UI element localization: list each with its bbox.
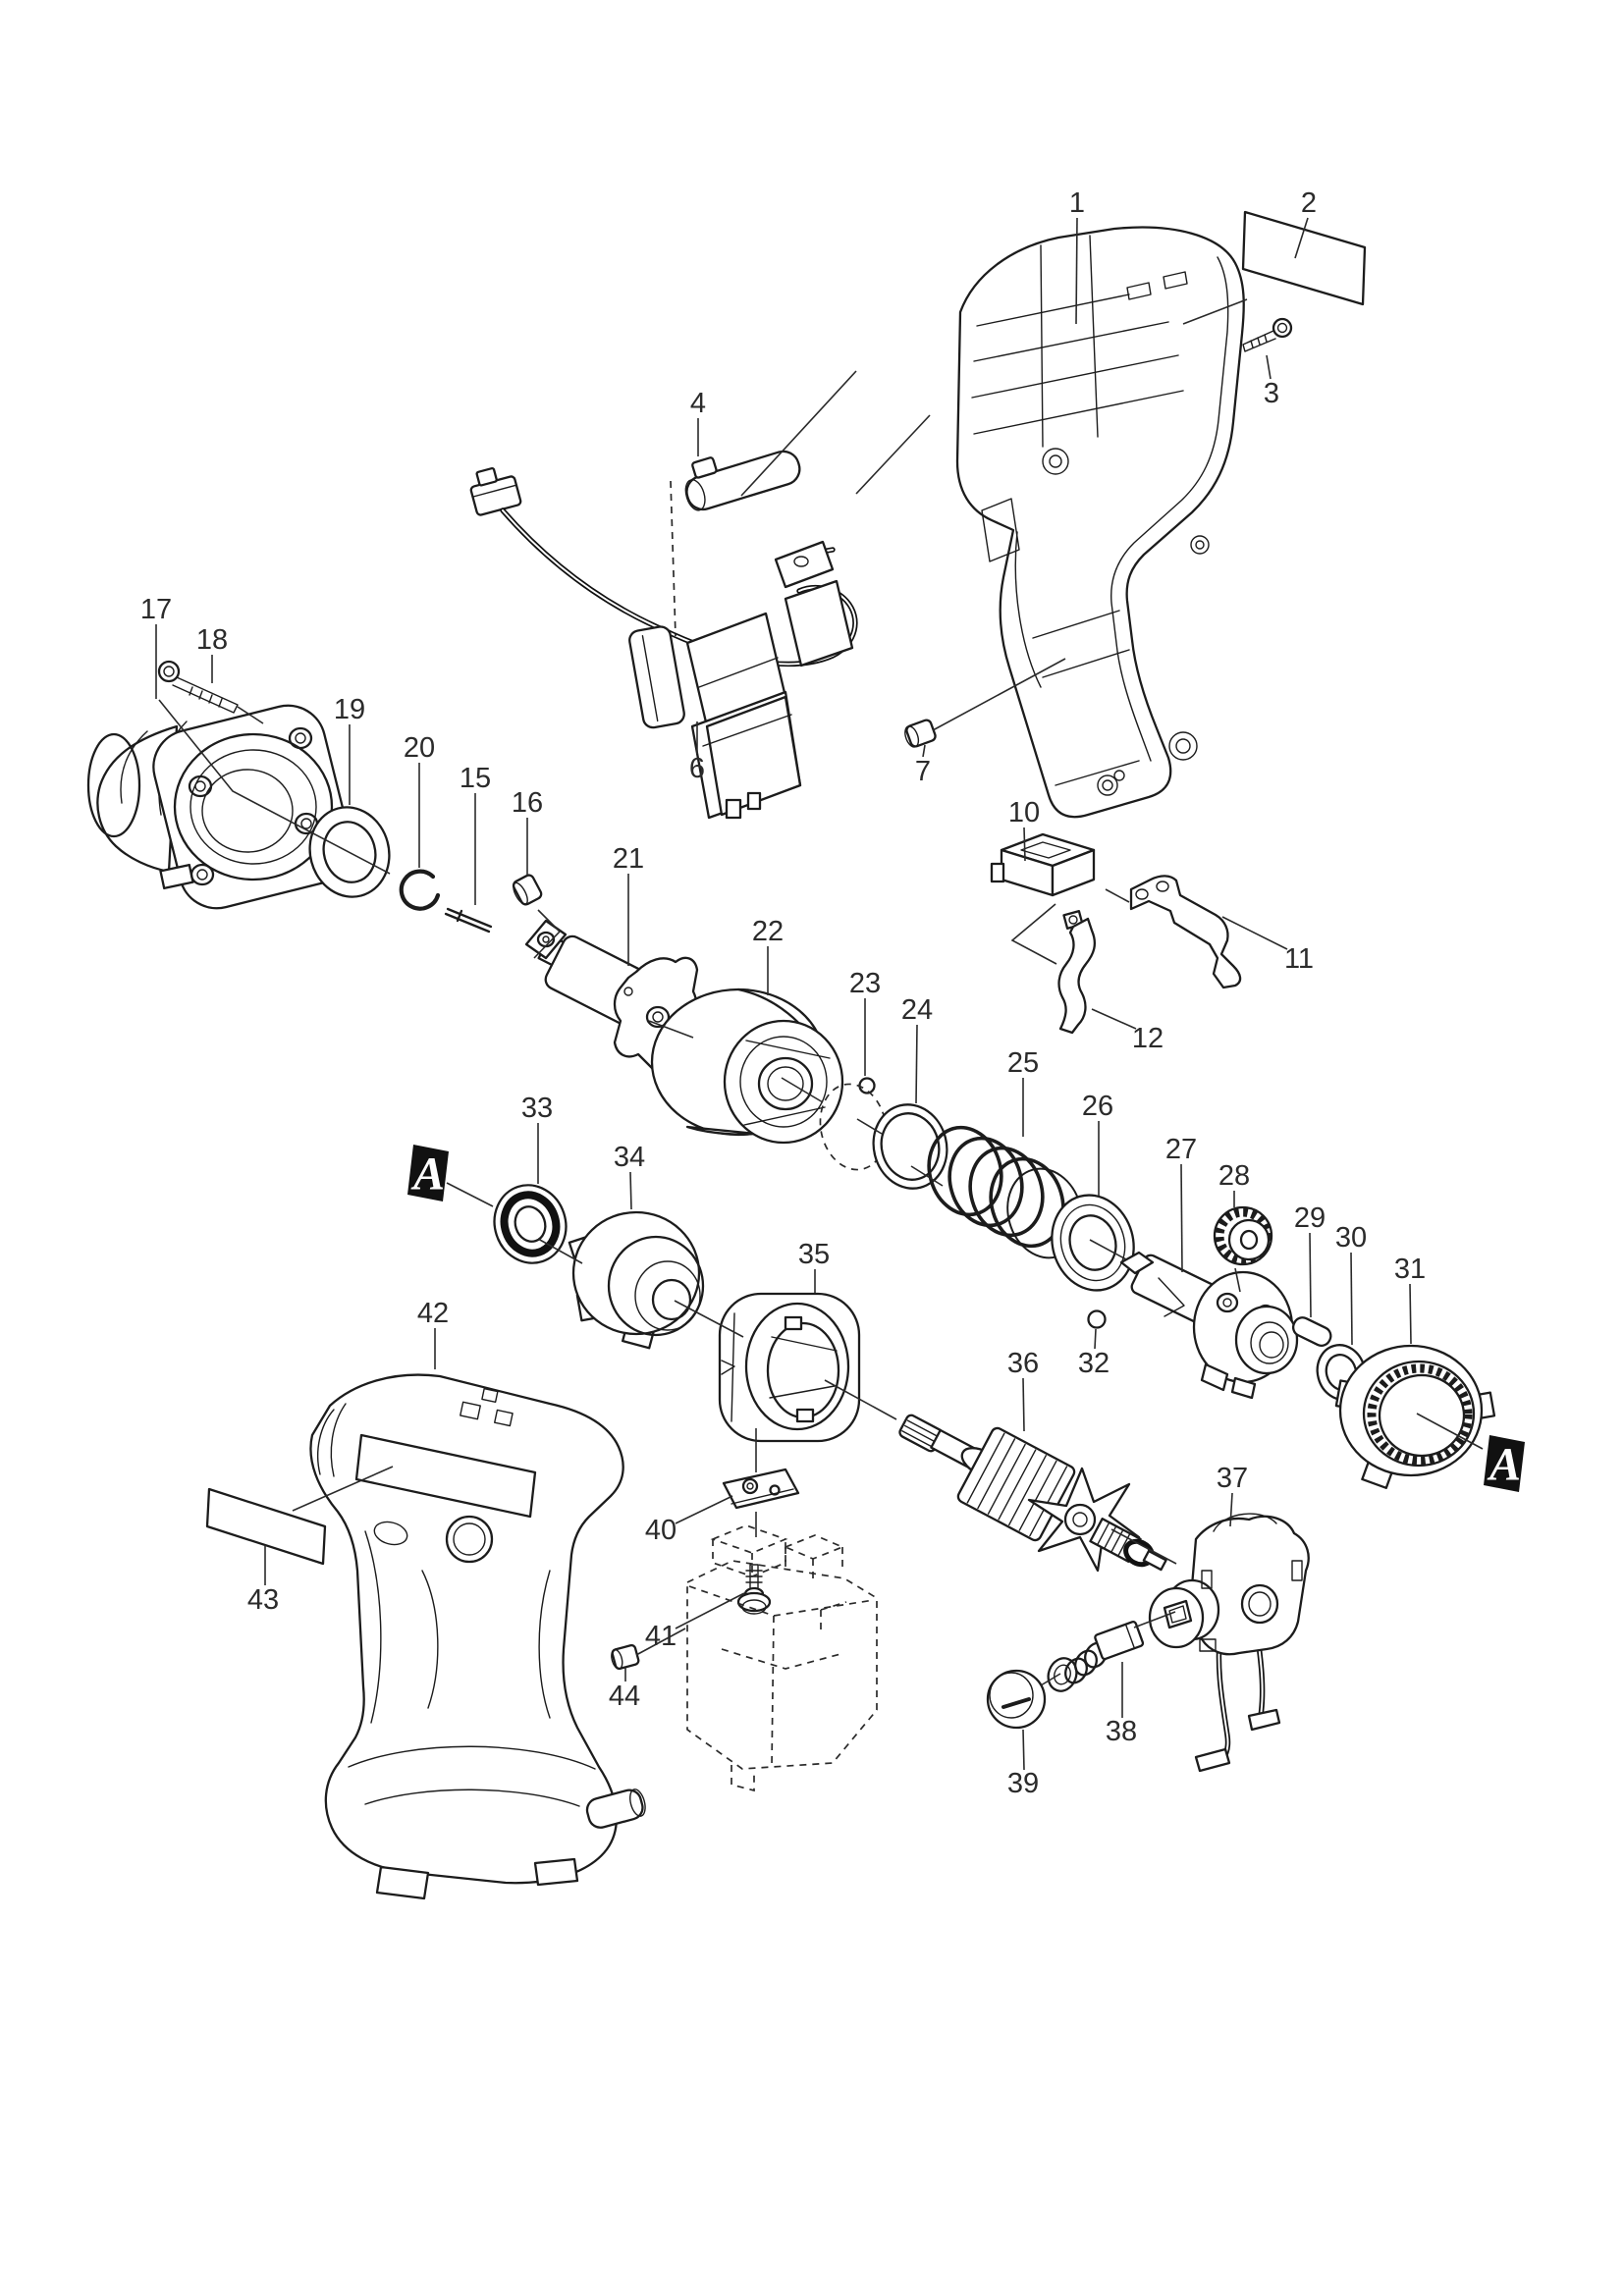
part-label-18: 18 xyxy=(196,624,228,656)
part-label-43: 43 xyxy=(247,1584,279,1616)
part-leader-39 xyxy=(1022,1729,1025,1771)
part-32-ball-drawing xyxy=(1087,1309,1107,1329)
part-41-screw-drawing xyxy=(736,1564,772,1615)
part-leader-10 xyxy=(1023,827,1026,862)
part-label-4: 4 xyxy=(690,388,706,419)
part-leader-41 xyxy=(675,1592,745,1629)
part-label-3: 3 xyxy=(1264,378,1279,409)
match-markers: AA xyxy=(407,1145,1525,1492)
part-label-23: 23 xyxy=(849,968,881,999)
part-label-37: 37 xyxy=(1217,1463,1248,1494)
part-23-ball-drawing xyxy=(819,1077,888,1171)
part-36-armature-drawing xyxy=(898,1414,1167,1573)
part-label-40: 40 xyxy=(645,1515,677,1546)
part-label-36: 36 xyxy=(1007,1348,1039,1379)
part-leader-29 xyxy=(1309,1232,1312,1318)
part-label-16: 16 xyxy=(512,787,543,819)
part-38-brush-drawing xyxy=(1047,1621,1145,1692)
battery-ghost-drawing xyxy=(670,480,878,1792)
part-leader-32 xyxy=(1094,1328,1097,1350)
part-label-27: 27 xyxy=(1165,1134,1197,1165)
part-label-30: 30 xyxy=(1335,1222,1367,1254)
part-label-20: 20 xyxy=(404,732,435,764)
part-leader-2 xyxy=(1294,217,1309,259)
part-label-15: 15 xyxy=(460,763,491,794)
part-label-2: 2 xyxy=(1301,187,1317,219)
part-label-29: 29 xyxy=(1294,1202,1326,1234)
part-leader-7 xyxy=(922,744,926,758)
part-29-pin-drawing xyxy=(1291,1316,1332,1347)
part-label-33: 33 xyxy=(521,1093,553,1124)
part-leader-34 xyxy=(629,1171,632,1210)
part-leader-40 xyxy=(675,1495,733,1524)
part-label-41: 41 xyxy=(645,1621,677,1652)
part-42-motor-housing-drawing xyxy=(309,1373,646,1900)
part-label-19: 19 xyxy=(334,694,365,725)
part-label-17: 17 xyxy=(140,594,172,625)
part-40-plate-drawing xyxy=(722,1468,800,1510)
part-label-32: 32 xyxy=(1078,1348,1110,1379)
part-35-stator-drawing xyxy=(718,1292,861,1443)
part-17-hammer-case-drawing xyxy=(86,704,352,910)
part-label-31: 31 xyxy=(1394,1254,1426,1285)
part-label-28: 28 xyxy=(1218,1160,1250,1192)
part-label-34: 34 xyxy=(614,1142,645,1173)
part-11-bracket-drawing xyxy=(1129,875,1242,989)
part-label-1: 1 xyxy=(1069,187,1085,219)
match-marker-box-2 xyxy=(1484,1435,1525,1492)
part-6-switch-drawing xyxy=(628,540,854,820)
part-leader-3 xyxy=(1266,354,1272,380)
part-2-name-plate-drawing xyxy=(1241,210,1367,306)
part-leader-31 xyxy=(1409,1283,1412,1345)
part-4-contact-strip-drawing xyxy=(684,450,801,511)
part-16-sleeve-drawing xyxy=(512,874,543,906)
part-15-pin-drawing xyxy=(444,907,493,934)
part-7-cap-drawing xyxy=(904,719,937,748)
parts-drawings xyxy=(86,210,1496,1900)
part-leader-12 xyxy=(1091,1008,1137,1030)
part-39-cap-drawing xyxy=(986,1669,1047,1730)
part-leader-1 xyxy=(1075,217,1078,325)
part-3-screw-drawing xyxy=(1242,317,1293,352)
part-34-cam-drawing xyxy=(568,1210,705,1350)
part-37-endbell-drawing xyxy=(1148,1513,1310,1773)
part-27-spindle-drawing xyxy=(1119,1251,1299,1400)
part-1-housing-half-drawing xyxy=(955,226,1245,819)
part-label-42: 42 xyxy=(417,1298,449,1329)
part-leader-37 xyxy=(1229,1492,1233,1527)
part-label-11: 11 xyxy=(1284,943,1314,975)
part-leader-11 xyxy=(1221,916,1288,950)
part-label-26: 26 xyxy=(1082,1091,1113,1122)
part-22-hammer-drawing xyxy=(650,988,844,1145)
part-label-35: 35 xyxy=(798,1239,830,1270)
part-18-screw-drawing xyxy=(157,660,239,714)
part-12-lever-drawing xyxy=(1057,910,1096,1035)
part-label-12: 12 xyxy=(1132,1023,1164,1054)
part-label-39: 39 xyxy=(1007,1768,1039,1799)
part-label-38: 38 xyxy=(1106,1716,1137,1747)
part-label-44: 44 xyxy=(609,1681,640,1712)
assembly-pointer-lines xyxy=(158,298,1484,1686)
part-label-10: 10 xyxy=(1008,797,1040,828)
match-marker-box-1 xyxy=(407,1145,449,1201)
part-20-c-ring-drawing xyxy=(399,869,441,911)
part-43-label-plate-drawing xyxy=(205,1487,327,1566)
part-26-washer-drawing xyxy=(1051,1194,1135,1292)
part-label-24: 24 xyxy=(901,994,933,1026)
match-marker-letter-1: A xyxy=(410,1148,445,1201)
part-leader-27 xyxy=(1180,1163,1183,1273)
part-leader-30 xyxy=(1350,1252,1353,1346)
part-label-21: 21 xyxy=(613,843,644,875)
part-label-6: 6 xyxy=(689,753,705,784)
part-label-22: 22 xyxy=(752,916,784,947)
part-leader-24 xyxy=(915,1024,918,1104)
part-label-7: 7 xyxy=(915,756,931,787)
part-28-gear-drawing xyxy=(1213,1205,1273,1266)
match-marker-letter-2: A xyxy=(1487,1439,1521,1491)
part-label-25: 25 xyxy=(1007,1047,1039,1079)
part-leader-36 xyxy=(1022,1377,1025,1432)
